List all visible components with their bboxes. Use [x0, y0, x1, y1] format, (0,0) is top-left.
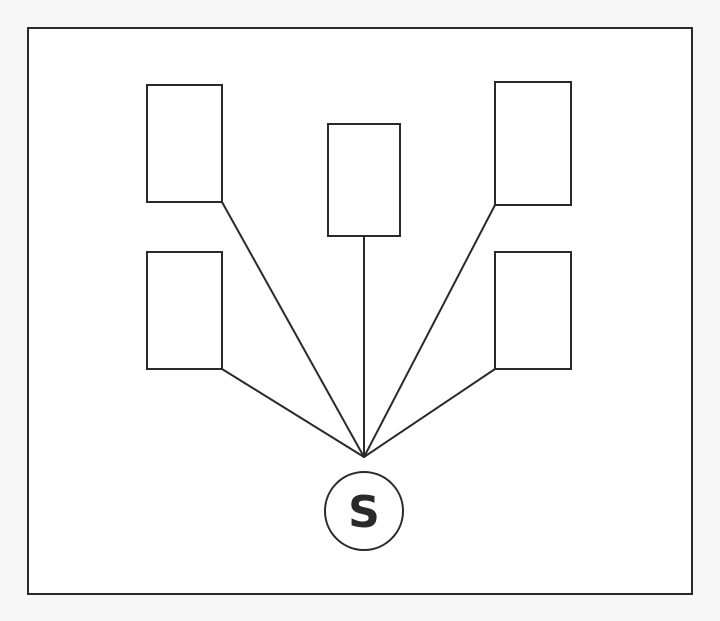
edge-source-top-right [363, 204, 496, 458]
source-node: S [324, 471, 404, 551]
node-center [327, 123, 401, 237]
edge-source-bottom-right [363, 368, 496, 458]
edge-source-top-left [221, 201, 365, 458]
node-bottom-left [146, 251, 223, 370]
node-bottom-right [494, 251, 572, 370]
source-label: S [348, 487, 380, 538]
node-top-left [146, 84, 223, 203]
source-circle [324, 471, 404, 551]
edge-source-bottom-left [221, 368, 365, 458]
node-top-right [494, 81, 572, 206]
